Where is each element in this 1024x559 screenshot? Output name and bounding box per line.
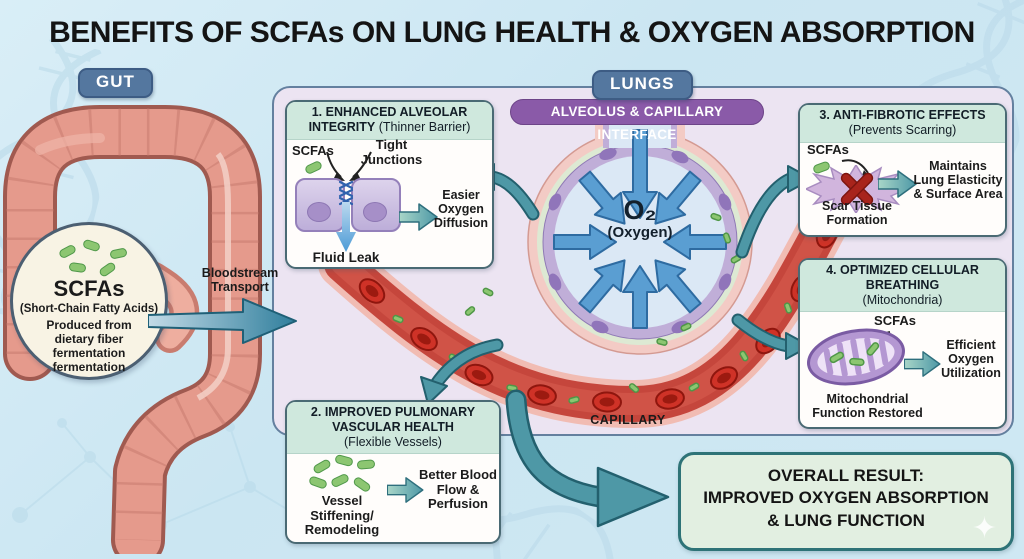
panel-alveolar-integrity: 1. ENHANCED ALVEOLAR INTEGRITY (Thinner … bbox=[285, 100, 494, 269]
mitochondria-icon bbox=[807, 328, 905, 386]
panel-vascular-health: 2. IMPROVED PULMONARY VASCULAR HEALTH (F… bbox=[285, 400, 501, 544]
scfa-icon bbox=[82, 238, 101, 253]
panel-3-title: 3. ANTI-FIBROTIC EFFECTS bbox=[819, 108, 986, 122]
panel-3-outcome: Maintains Lung Elasticity & Surface Area bbox=[913, 159, 1003, 201]
panel-3-scfas-label: SCFAs bbox=[807, 142, 849, 157]
epithelial-cell bbox=[295, 178, 345, 232]
fluid-leak-arrow-icon bbox=[336, 202, 356, 252]
panel-4-header: 4. OPTIMIZED CELLULAR BREATHING (Mitocho… bbox=[800, 260, 1005, 313]
scfa-icon bbox=[356, 459, 376, 470]
scar-tissue-blocked-icon bbox=[806, 165, 908, 213]
panel-4-title: 4. OPTIMIZED CELLULAR BREATHING bbox=[826, 263, 979, 292]
panel-2-title: 2. IMPROVED PULMONARY VASCULAR HEALTH bbox=[310, 405, 476, 434]
panel-1-title: 1. ENHANCED ALVEOLAR INTEGRITY bbox=[308, 105, 468, 134]
alveolus-illustration bbox=[527, 112, 753, 355]
panel-3-problem-label: Scar Tissue Formation bbox=[822, 199, 892, 227]
cell-nucleus bbox=[307, 202, 331, 222]
panel-1-tight-junctions-label: Tight Junctions bbox=[360, 137, 423, 167]
panel-3-header: 3. ANTI-FIBROTIC EFFECTS (Prevents Scarr… bbox=[800, 105, 1005, 143]
panel-4-outcome: Efficient Oxygen Utilization bbox=[941, 338, 1001, 380]
bloodstream-arrow-icon bbox=[148, 298, 297, 344]
bloodstream-transport-label: Bloodstream Transport bbox=[201, 266, 279, 294]
sparkle-icon: ✦ bbox=[971, 512, 997, 545]
panel-4-subtitle: (Mitochondria) bbox=[862, 292, 943, 307]
arrow-right-icon bbox=[878, 170, 917, 198]
overall-result-text: OVERALL RESULT: IMPROVED OXYGEN ABSORPTI… bbox=[703, 466, 989, 530]
scfa-icon bbox=[352, 475, 372, 494]
panel-1-outcome: Easier Oxygen Diffusion bbox=[433, 188, 489, 230]
panel-4-restored-label: Mitochondrial Function Restored bbox=[812, 392, 923, 420]
panel-2-subtitle: (Flexible Vessels) bbox=[344, 434, 442, 449]
oxygen-symbol: O₂ bbox=[623, 195, 657, 225]
lungs-badge: LUNGS bbox=[592, 70, 693, 100]
scfa-icon bbox=[68, 261, 87, 274]
arrow-right-icon bbox=[399, 203, 438, 231]
pointer-arrows-icon bbox=[326, 151, 372, 181]
scfa-icon bbox=[329, 472, 351, 489]
panel-cellular-breathing: 4. OPTIMIZED CELLULAR BREATHING (Mitocho… bbox=[798, 258, 1007, 429]
scfa-icon bbox=[311, 458, 333, 475]
arrow-right-icon bbox=[904, 351, 941, 377]
scfa-icon bbox=[109, 247, 128, 260]
scfa-name: SCFAs bbox=[53, 276, 125, 301]
scfa-icon bbox=[308, 475, 328, 490]
epithelial-cell bbox=[351, 178, 401, 232]
arrow-right-icon bbox=[387, 477, 424, 503]
panel-3-subtitle: (Prevents Scarring) bbox=[848, 122, 957, 137]
panel-1-scfas-label: SCFAs bbox=[292, 143, 334, 158]
panel-1-subtitle: (Thinner Barrier) bbox=[378, 119, 471, 134]
interface-banner: ALVEOLUS & CAPILLARY INTERFACE bbox=[510, 99, 764, 142]
scfa-icon bbox=[334, 453, 354, 468]
gut-badge: GUT bbox=[78, 68, 153, 98]
panel-2-header: 2. IMPROVED PULMONARY VASCULAR HEALTH (F… bbox=[287, 402, 499, 455]
scfa-icon bbox=[57, 243, 78, 260]
scfa-source-circle: SCFAs (Short-Chain Fatty Acids) Produced… bbox=[10, 222, 168, 380]
panel-1-fluid-leak-label: Fluid Leak bbox=[312, 250, 380, 265]
panel-2-outcome: Better Blood Flow & Perfusion bbox=[419, 467, 497, 512]
panel-1-header: 1. ENHANCED ALVEOLAR INTEGRITY (Thinner … bbox=[287, 102, 492, 140]
tight-junction-icon bbox=[338, 180, 354, 206]
cell-nucleus bbox=[363, 202, 387, 222]
panel-4-scfas-label: SCFAs bbox=[874, 313, 916, 328]
capillary-label: CAPILLARY bbox=[590, 413, 666, 427]
oxygen-core-label: O₂ (Oxygen) bbox=[580, 195, 700, 242]
panel-2-problem-label: Vessel Stiffening/ Remodeling bbox=[304, 493, 380, 538]
scfa-full-name: (Short-Chain Fatty Acids) bbox=[19, 303, 159, 315]
overall-result-box: OVERALL RESULT: IMPROVED OXYGEN ABSORPTI… bbox=[678, 452, 1014, 551]
page-title: BENEFITS OF SCFAs ON LUNG HEALTH & OXYGE… bbox=[49, 16, 975, 49]
panel-anti-fibrotic: 3. ANTI-FIBROTIC EFFECTS (Prevents Scarr… bbox=[798, 103, 1007, 237]
oxygen-word: (Oxygen) bbox=[607, 224, 673, 241]
scfa-description: Produced from dietary fiber fermentation… bbox=[46, 318, 132, 375]
